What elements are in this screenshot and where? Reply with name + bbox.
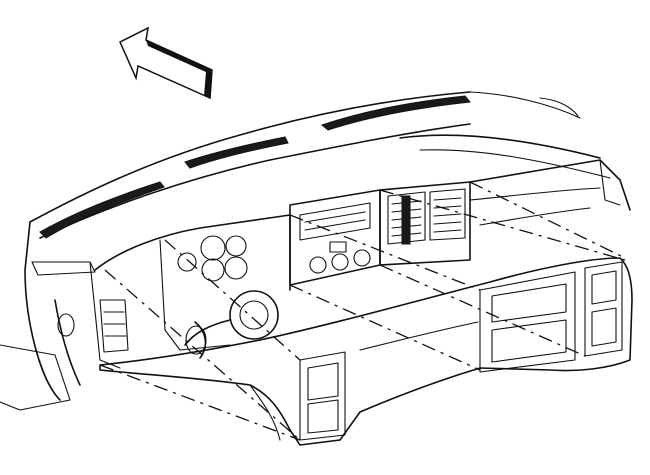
right-dash-side xyxy=(469,159,631,226)
direction-arrow-icon xyxy=(119,26,213,100)
instrument-panel-bezel xyxy=(99,257,633,446)
dash-top-outline xyxy=(29,91,611,239)
center-stack xyxy=(289,189,381,286)
defroster-vents xyxy=(39,95,471,239)
center-air-vents xyxy=(379,181,471,266)
instrument-cluster-area xyxy=(94,214,291,353)
left-dash-end xyxy=(0,221,121,411)
explode-lines xyxy=(99,181,626,441)
